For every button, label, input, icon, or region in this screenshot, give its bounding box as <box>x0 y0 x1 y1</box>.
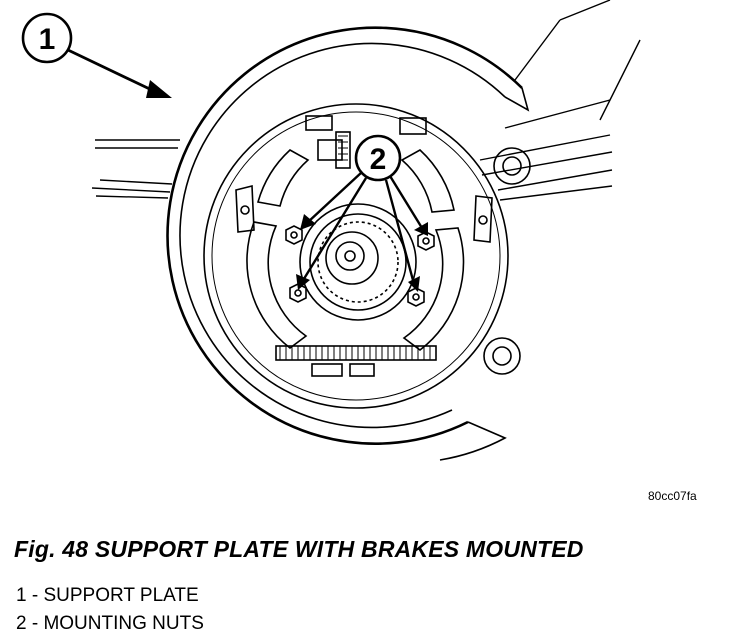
legend-list: 1 - SUPPORT PLATE 2 - MOUNTING NUTS <box>16 582 204 638</box>
brake-support-plate-illustration: 1 2 80cc07fa <box>21 0 697 503</box>
legend-item-mounting-nuts: 2 - MOUNTING NUTS <box>16 613 204 634</box>
callout-2 <box>296 134 428 292</box>
callout-1 <box>21 12 172 98</box>
hold-down-springs <box>235 184 493 243</box>
figure-caption: Fig. 48 SUPPORT PLATE WITH BRAKES MOUNTE… <box>14 536 584 562</box>
brake-shoes <box>246 149 465 352</box>
image-code: 80cc07fa <box>648 489 697 503</box>
support-plate-shield <box>166 26 530 461</box>
legend-item-support-plate: 1 - SUPPORT PLATE <box>16 585 199 606</box>
star-wheel-adjuster <box>275 345 437 377</box>
callout-2-number: 2 <box>370 143 387 176</box>
anchor-bosses <box>483 147 531 375</box>
backing-plate <box>203 103 509 409</box>
hub-assembly <box>299 203 417 321</box>
axle-housing <box>91 0 641 201</box>
callout-1-number: 1 <box>39 23 56 56</box>
wheel-cylinder <box>305 115 427 169</box>
